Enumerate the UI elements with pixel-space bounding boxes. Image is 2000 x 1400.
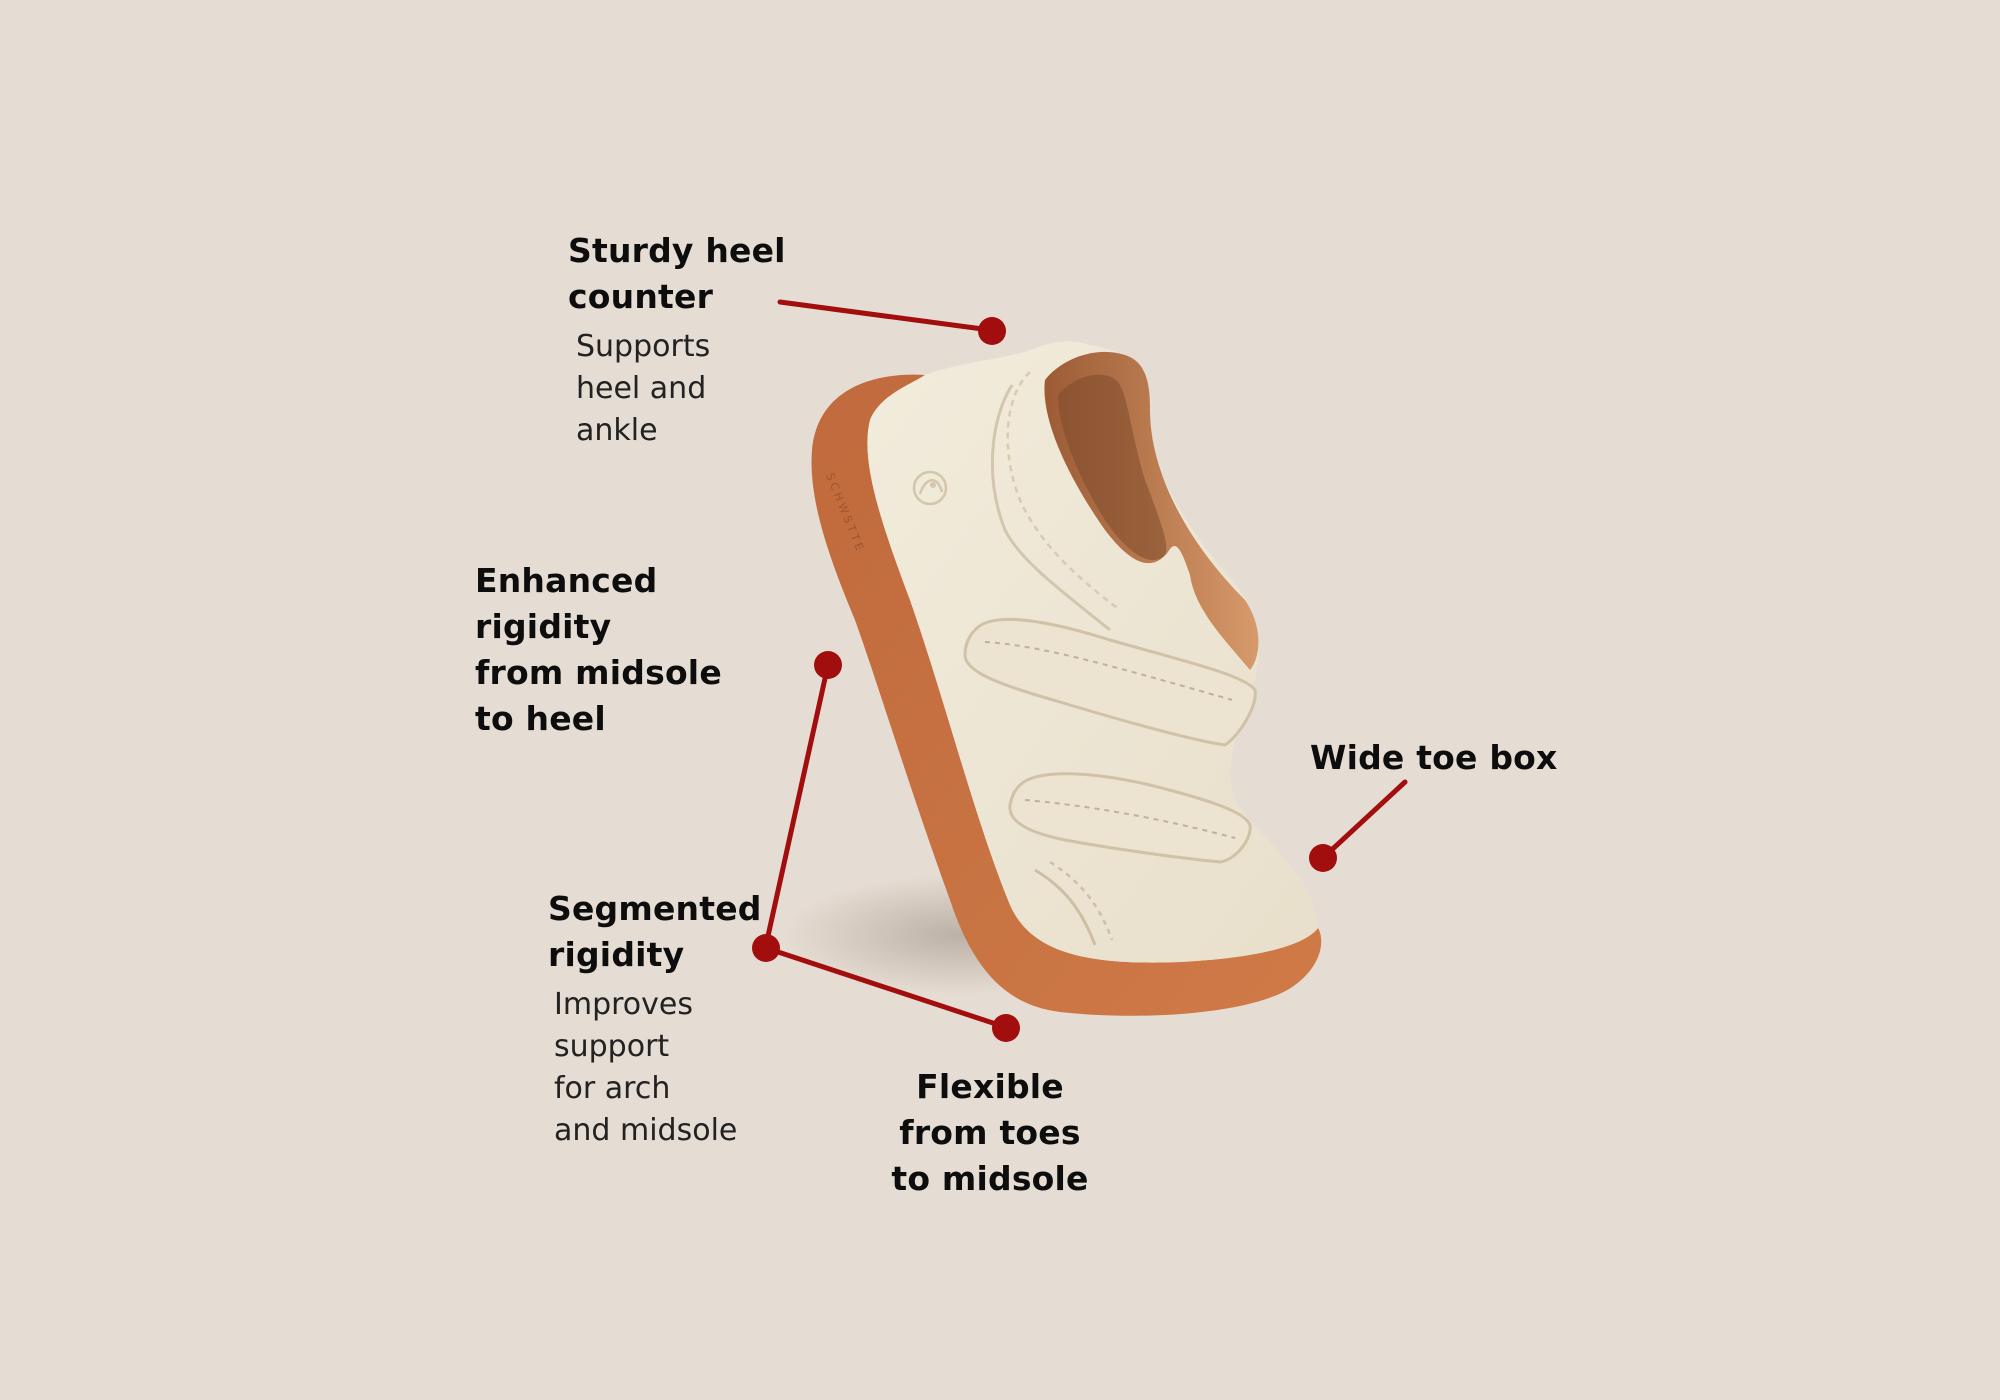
- rigidity-title-line-4: to heel: [475, 699, 606, 738]
- callout-segmented-title: Segmented rigidity: [548, 886, 762, 978]
- rigidity-title-line-3: from midsole: [475, 653, 722, 692]
- callout-rigidity-title: Enhanced rigidity from midsole to heel: [475, 558, 722, 742]
- callout-segmented-desc: Improves support for arch and midsole: [554, 984, 762, 1152]
- segmented-desc-line-1: Improves: [554, 987, 693, 1022]
- shoe-sole: [811, 374, 1322, 1016]
- rigidity-leader: [763, 662, 831, 948]
- segmented-marker: [752, 934, 780, 962]
- segmented-title-line-1: Segmented: [548, 889, 762, 928]
- top-strap-stitch: [984, 641, 1233, 701]
- brand-emblem-icon: [912, 470, 948, 506]
- callout-heel-counter-desc: Supports heel and ankle: [576, 326, 786, 452]
- flexible-title-line-3: to midsole: [891, 1159, 1089, 1198]
- callout-enhanced-rigidity: Enhanced rigidity from midsole to heel: [475, 558, 722, 742]
- rigidity-marker: [814, 651, 842, 679]
- heel-counter-leader: [777, 299, 993, 333]
- heel-desc-line-2: heel and: [576, 371, 707, 406]
- shoe-lining-shadow: [1058, 374, 1167, 561]
- toe-seam: [1034, 868, 1097, 946]
- leader-lines: [763, 299, 1408, 1030]
- callout-heel-counter-title: Sturdy heel counter: [568, 228, 786, 320]
- callout-flexible-title: Flexible from toes to midsole: [870, 1064, 1110, 1202]
- collar-stitch: [1006, 371, 1121, 611]
- heel-title-line-2: counter: [568, 277, 714, 316]
- markers: [752, 317, 1337, 1042]
- heel-desc-line-1: Supports: [576, 329, 711, 364]
- heel-counter-marker: [978, 317, 1006, 345]
- segmented-desc-line-2: support: [554, 1029, 670, 1064]
- callout-wide-toe-box: Wide toe box: [1310, 735, 1558, 781]
- callout-toe-box-title: Wide toe box: [1310, 735, 1558, 781]
- flexible-marker: [992, 1014, 1020, 1042]
- heel-desc-line-3: ankle: [576, 413, 658, 448]
- callout-flexible: Flexible from toes to midsole: [870, 1064, 1110, 1202]
- segmented-desc-line-3: for arch: [554, 1071, 671, 1106]
- callout-segmented-rigidity: Segmented rigidity Improves support for …: [548, 886, 762, 1152]
- heel-title-line-1: Sturdy heel: [568, 231, 786, 270]
- segmented-title-line-2: rigidity: [548, 935, 685, 974]
- flexible-title-line-1: Flexible: [916, 1067, 1064, 1106]
- toe-box-marker: [1309, 844, 1337, 872]
- bottom-strap-stitch: [1024, 799, 1236, 839]
- top-velcro-strap: [963, 617, 1257, 747]
- flexible-title-line-2: from toes: [899, 1113, 1081, 1152]
- rigidity-title-line-2: rigidity: [475, 607, 612, 646]
- segmented-flexible-leader: [763, 945, 1008, 1030]
- segmented-desc-line-4: and midsole: [554, 1113, 738, 1148]
- bottom-velcro-strap: [1008, 772, 1252, 864]
- toe-box-title-line-1: Wide toe box: [1310, 738, 1558, 777]
- rigidity-title-line-1: Enhanced: [475, 561, 658, 600]
- callout-heel-counter: Sturdy heel counter Supports heel and an…: [568, 228, 786, 452]
- upper-seam: [990, 384, 1111, 632]
- toe-box-leader: [1321, 779, 1408, 860]
